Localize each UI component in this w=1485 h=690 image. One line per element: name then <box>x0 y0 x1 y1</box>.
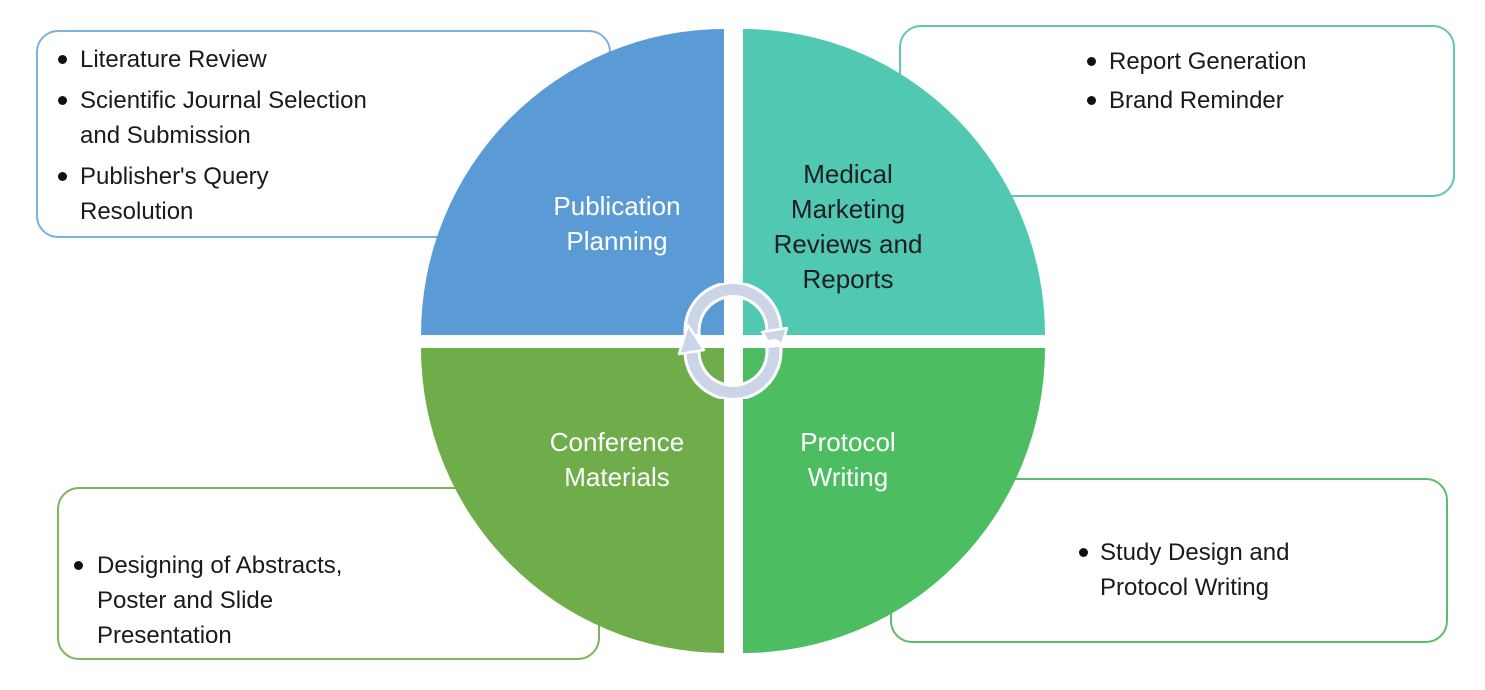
bullet-item: Brand Reminder <box>1087 83 1453 118</box>
bullet-item: Publisher's Query Resolution <box>58 159 609 229</box>
quadrant-label-protocol-writing: Protocol Writing <box>800 427 896 492</box>
bullet-item: Study Design and Protocol Writing <box>1079 535 1446 605</box>
quadrant-label-conference-materials: Conference Materials <box>549 427 685 492</box>
bullet-item: Literature Review <box>58 42 609 77</box>
callout-medical-marketing: Report Generation Brand Reminder <box>899 25 1455 197</box>
bullet-list: Literature Review Scientific Journal Sel… <box>38 32 609 229</box>
bullet-list: Study Design and Protocol Writing <box>892 480 1446 605</box>
bullet-list: Designing of Abstracts, Poster and Slide… <box>59 489 598 653</box>
bullet-item: Scientific Journal Selection and Submiss… <box>58 83 609 153</box>
quadrant-label-publication-planning: Publication Planning <box>553 191 681 256</box>
cycle-arrows-icon <box>677 283 789 399</box>
bullet-list: Report Generation Brand Reminder <box>901 27 1453 118</box>
bullet-item: Report Generation <box>1087 44 1453 79</box>
cycle-diagram: Publication Planning Medical Marketing R… <box>421 29 1045 653</box>
bullet-item: Designing of Abstracts, Poster and Slide… <box>74 548 598 653</box>
quadrant-label-medical-marketing: Medical Marketing Reviews and Reports <box>773 159 923 294</box>
